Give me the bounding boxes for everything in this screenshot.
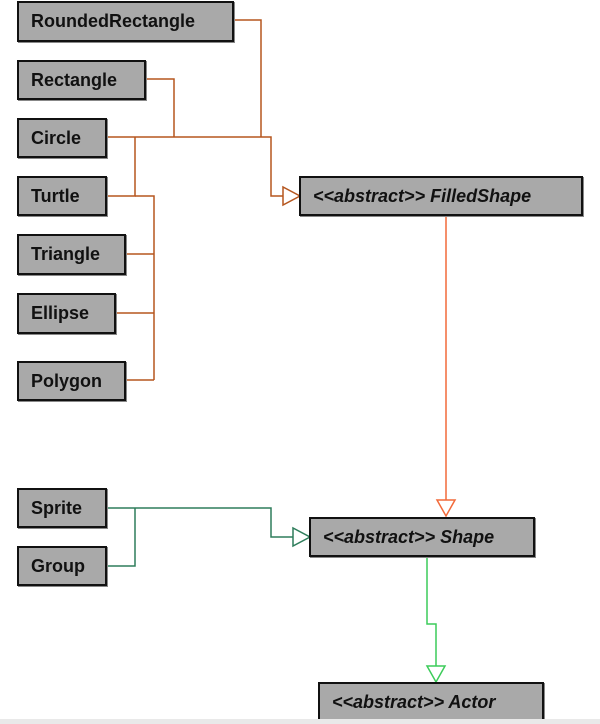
class-node-triangle[interactable]: Triangle xyxy=(17,234,126,275)
class-label: Triangle xyxy=(31,244,101,264)
edge-turtle-lower-trunk xyxy=(135,195,155,380)
class-node-group[interactable]: Group xyxy=(17,546,107,586)
class-label: Turtle xyxy=(31,185,80,206)
edge-rectangle-filledshape xyxy=(145,78,175,137)
class-label: Circle xyxy=(31,127,82,148)
class-node-filledshape[interactable]: <<abstract>> FilledShape xyxy=(299,176,583,216)
class-label: Polygon xyxy=(31,370,102,391)
class-label: <<abstract>> FilledShape xyxy=(313,185,532,206)
class-label: Rectangle xyxy=(31,69,118,90)
class-node-turtle[interactable]: Turtle xyxy=(17,176,107,216)
edge-shape-actor xyxy=(426,557,437,666)
bottom-scroll-edge xyxy=(0,719,600,724)
class-label: <<abstract>> Shape xyxy=(323,526,495,547)
class-node-shape[interactable]: <<abstract>> Shape xyxy=(309,517,535,557)
edge-circle-filledshape xyxy=(106,136,283,197)
class-label: <<abstract>> Actor xyxy=(332,691,496,712)
edge-roundedrectangle-filledshape xyxy=(233,19,262,137)
class-node-rectangle[interactable]: Rectangle xyxy=(17,60,146,100)
class-node-sprite[interactable]: Sprite xyxy=(17,488,107,528)
class-label: Group xyxy=(31,555,85,576)
class-node-actor[interactable]: <<abstract>> Actor xyxy=(318,682,544,722)
inheritance-arrowhead-shape-left xyxy=(292,526,312,548)
class-node-roundedrectangle[interactable]: RoundedRectangle xyxy=(17,1,234,42)
edge-group-shape xyxy=(106,508,136,567)
class-label: Sprite xyxy=(31,497,83,518)
inheritance-arrowhead-shape-top xyxy=(435,499,457,518)
class-node-polygon[interactable]: Polygon xyxy=(17,361,126,401)
edge-sprite-shape xyxy=(106,507,293,538)
class-node-ellipse[interactable]: Ellipse xyxy=(17,293,116,334)
inheritance-arrowhead-actor xyxy=(425,665,447,684)
class-label: RoundedRectangle xyxy=(31,11,196,31)
edge-turtle-filledshape xyxy=(106,137,136,197)
class-node-circle[interactable]: Circle xyxy=(17,118,107,158)
inheritance-arrowhead-filledshape xyxy=(282,185,302,207)
class-label: Ellipse xyxy=(31,303,90,323)
